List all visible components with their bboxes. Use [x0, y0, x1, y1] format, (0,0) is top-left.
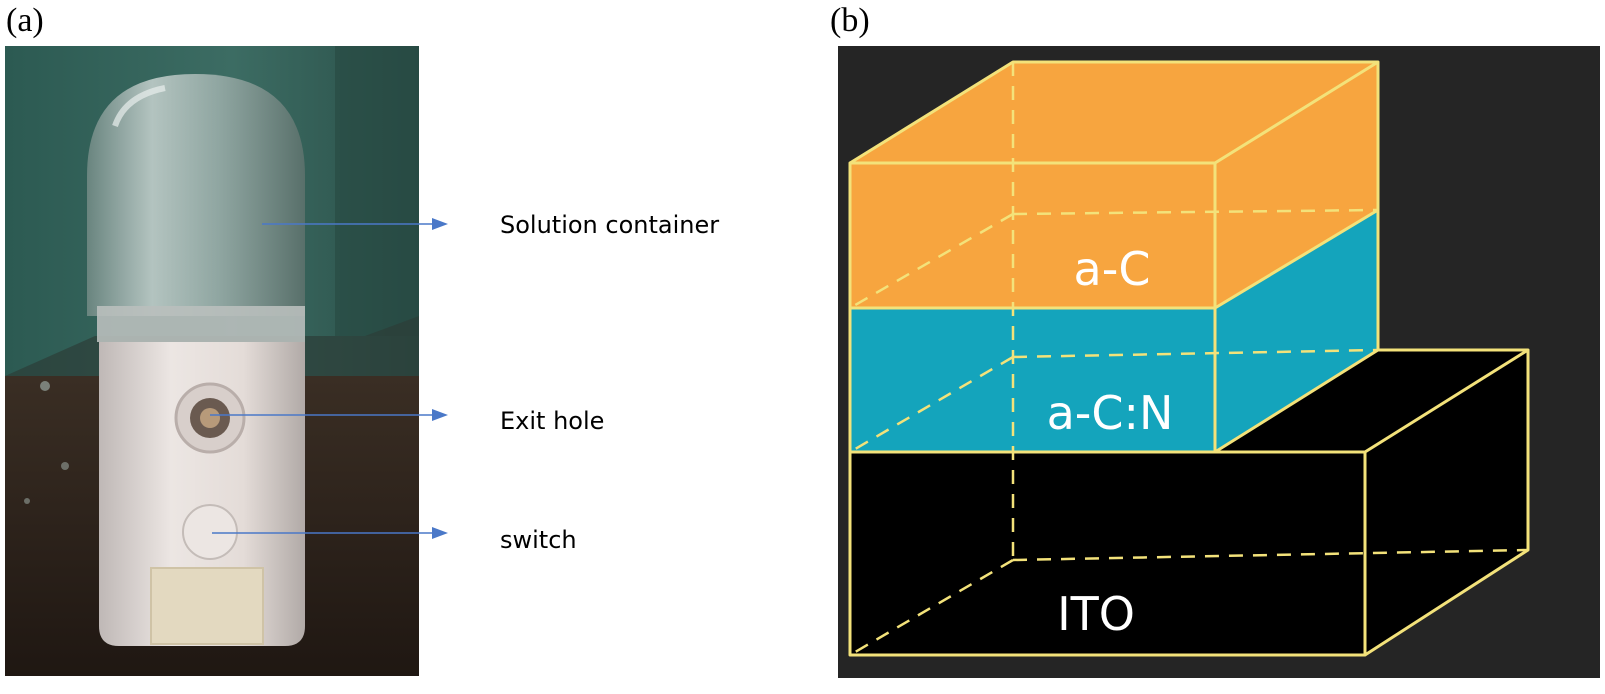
ac-layer-label: a-C — [1074, 242, 1151, 296]
panel-a-label: (a) — [6, 2, 44, 39]
exit-hole-label: Exit hole — [500, 407, 605, 435]
solution-container-label: Solution container — [500, 211, 720, 239]
ito-layer-label: ITO — [1057, 587, 1135, 641]
switch-label: switch — [500, 526, 577, 554]
ito-layer — [850, 350, 1528, 655]
hidden-edges — [849, 62, 1529, 657]
panel-b-label: (b) — [830, 2, 870, 39]
acn-layer-label: a-C:N — [1047, 386, 1174, 440]
device-photo — [5, 46, 419, 676]
layer-stack-diagram: a-C a-C:N ITO — [838, 46, 1600, 678]
solid-edges — [848, 60, 1530, 657]
acn-layer — [850, 210, 1378, 452]
ac-layer — [850, 62, 1378, 308]
